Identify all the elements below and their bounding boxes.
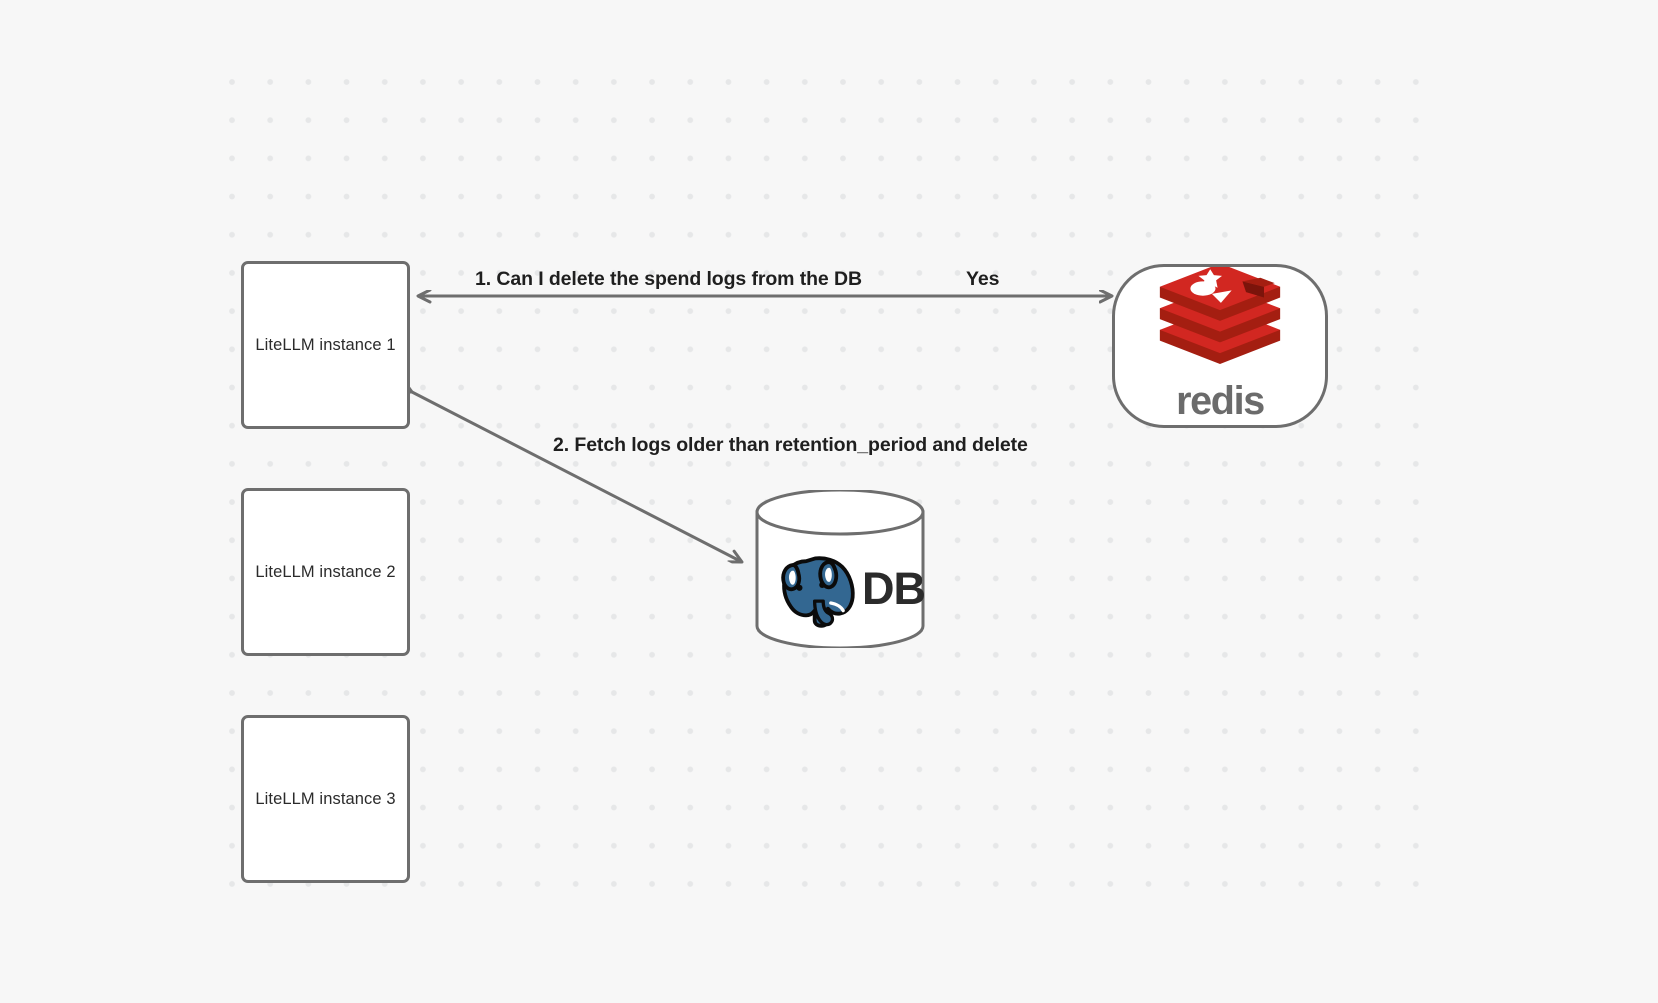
database-label: DB: [862, 563, 925, 614]
edge-label-1: 1. Can I delete the spend logs from the …: [475, 268, 862, 290]
node-litellm-instance-2[interactable]: LiteLLM instance 2: [241, 488, 410, 656]
node-redis[interactable]: redis: [1112, 264, 1328, 428]
edge-database-instance1: [412, 392, 742, 562]
node-label: LiteLLM instance 2: [255, 562, 396, 581]
edge-label-1-reply: Yes: [966, 268, 1000, 290]
edge-label-2: 2. Fetch logs older than retention_perio…: [553, 434, 1028, 456]
node-litellm-instance-3[interactable]: LiteLLM instance 3: [241, 715, 410, 883]
node-litellm-instance-1[interactable]: LiteLLM instance 1: [241, 261, 410, 429]
node-label: LiteLLM instance 3: [255, 789, 396, 808]
redis-logo-icon: [1159, 267, 1281, 364]
postgresql-elephant-icon: DB: [781, 556, 926, 628]
redis-wordmark-text: redis: [1176, 379, 1264, 423]
redis-wordmark: redis: [1176, 379, 1265, 423]
node-label: LiteLLM instance 1: [255, 335, 396, 354]
node-database[interactable]: DB: [754, 488, 926, 650]
